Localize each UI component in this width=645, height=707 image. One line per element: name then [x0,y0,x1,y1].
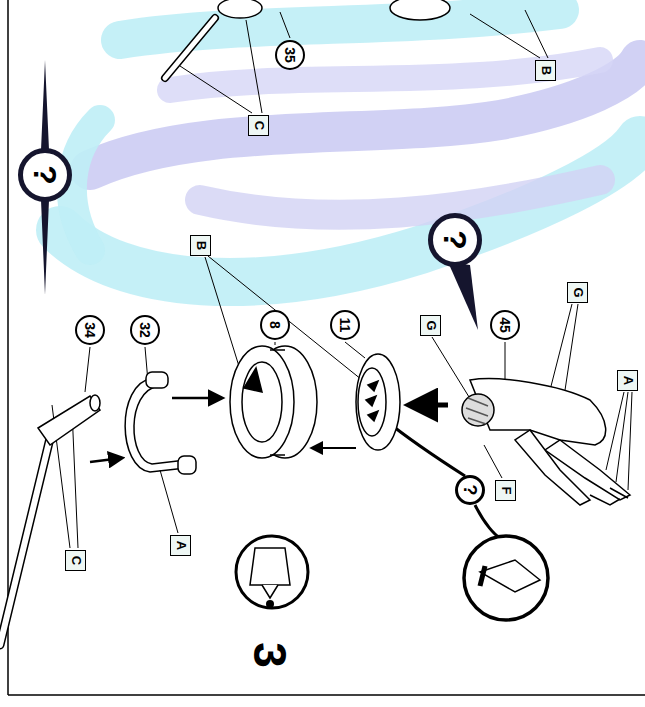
reference-letter: C [65,550,86,571]
bubble-pointer [448,262,478,330]
callout-number: 45 [490,310,520,340]
question-symbol: ? [18,148,72,202]
reference-letter: B [535,60,556,81]
pin-part [0,395,100,645]
figure-part [462,379,630,505]
callout-number: 8 [260,310,290,340]
callout-number: 34 [75,315,105,345]
spring-coil [60,10,640,282]
callout-number: 32 [130,315,160,345]
seal-part [356,354,400,450]
reference-letter: G [567,282,588,303]
leader-lines [52,10,632,548]
reference-letter: A [170,535,191,556]
reference-letter: G [420,315,441,336]
ring-part [230,346,317,458]
bracket-part [125,372,196,474]
question-symbol: ? [455,475,485,505]
tool-icon [464,536,548,620]
reference-letter: A [617,370,638,391]
reference-letter: B [190,235,211,256]
step-number: 3 [245,638,295,672]
reference-letter: C [248,115,269,136]
lubricant-icon [236,536,308,608]
callout-number: 35 [275,40,305,70]
question-symbol: ? [428,213,482,267]
reference-letter: F [495,480,516,501]
callout-number: 11 [330,310,360,340]
